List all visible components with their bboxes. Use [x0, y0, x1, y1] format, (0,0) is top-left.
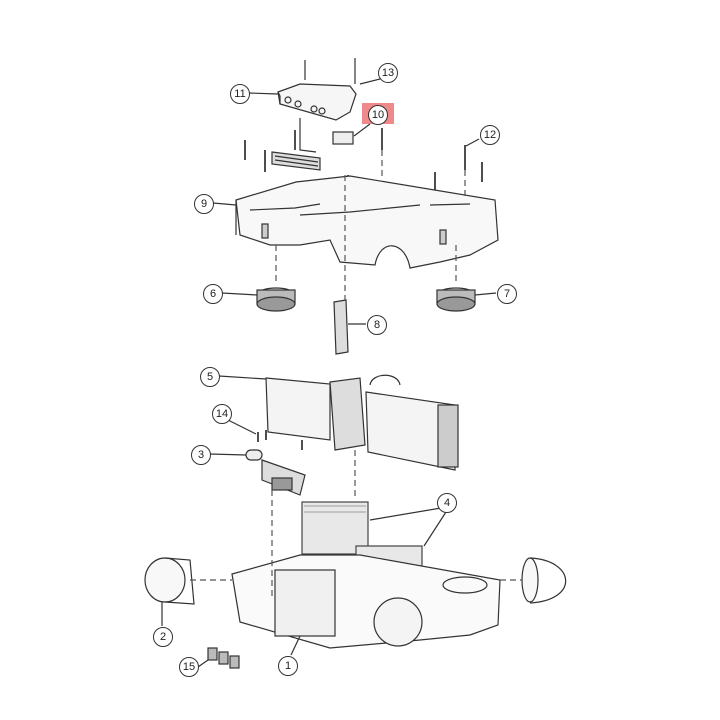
- callout-15: 15: [179, 657, 199, 677]
- callout-8: 8: [367, 315, 387, 335]
- callout-10: 10: [368, 105, 388, 125]
- duct-cap-part-2: [144, 557, 195, 605]
- callout-7: 7: [497, 284, 517, 304]
- leader-lines: [161, 75, 497, 668]
- callout-9: 9: [194, 194, 214, 214]
- callout-2: 2: [153, 627, 173, 647]
- fan-part-7: [436, 287, 476, 312]
- duct-cap-right: [521, 557, 567, 604]
- control-board-part-3: [245, 449, 306, 496]
- callout-3: 3: [191, 445, 211, 465]
- heater-rail: [271, 151, 321, 171]
- callout-14: 14: [212, 404, 232, 424]
- top-cover-part-11: [277, 58, 357, 153]
- callout-6: 6: [203, 284, 223, 304]
- callout-12: 12: [480, 125, 500, 145]
- alignment-lines: [190, 150, 522, 600]
- callout-5: 5: [200, 367, 220, 387]
- callout-11: 11: [230, 84, 250, 104]
- callout-13: 13: [378, 63, 398, 83]
- heat-exchanger-part-5: [265, 374, 459, 471]
- fan-part-6: [256, 287, 296, 312]
- part-10-block: [332, 123, 371, 145]
- part-8-bar: [333, 299, 349, 355]
- connectors-part-15: [207, 647, 240, 669]
- callout-4: 4: [437, 493, 457, 513]
- middle-housing-part-9: [235, 175, 499, 269]
- callout-1: 1: [278, 656, 298, 676]
- base-housing-part-1: [231, 554, 501, 649]
